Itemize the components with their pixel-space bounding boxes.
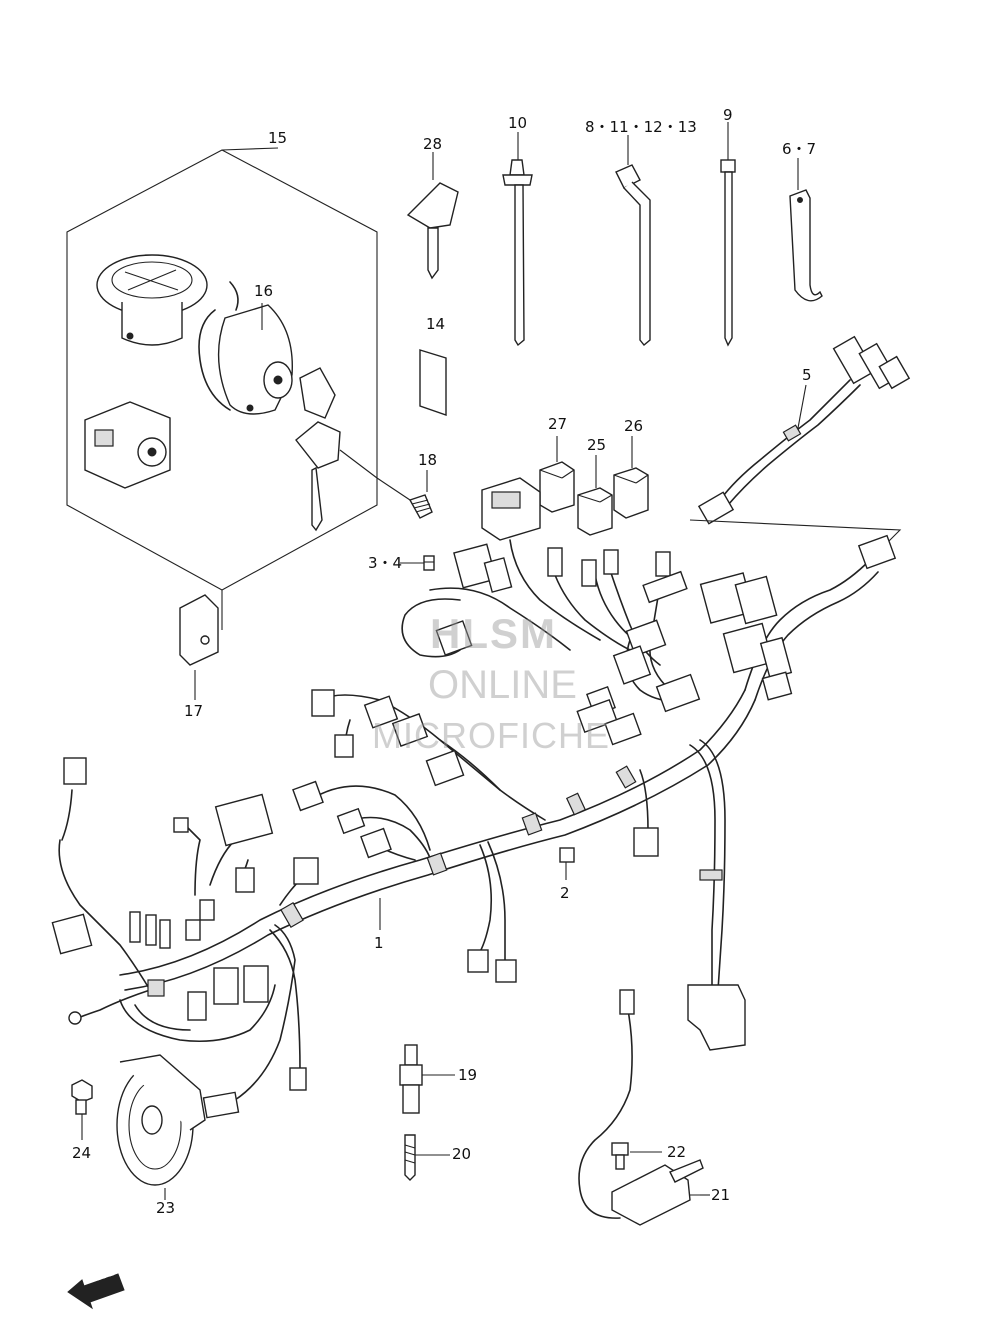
relay-25 <box>577 455 613 536</box>
fuse-box <box>481 477 541 541</box>
part-label-18: 18 <box>418 451 438 469</box>
part-label-23: 23 <box>156 1199 176 1217</box>
watermark-line-1: HLSM <box>430 610 557 657</box>
part-label-27: 27 <box>548 415 568 433</box>
part-label-5: 5 <box>802 366 812 384</box>
watermark-line-3: MICROFICHE <box>372 715 610 756</box>
label-sticker <box>419 349 447 416</box>
part-label-26: 26 <box>624 417 644 435</box>
part-label-3-4: 3・4 <box>368 554 403 572</box>
part-label-25: 25 <box>587 436 607 454</box>
horn <box>116 1054 206 1200</box>
part-label-16: 16 <box>254 282 274 300</box>
ignition-switch-kit-box <box>66 147 378 591</box>
part-label-28: 28 <box>423 135 443 153</box>
main-wiring-harness <box>58 534 897 1101</box>
part-label-1: 1 <box>374 934 384 952</box>
spare-fuse <box>559 847 575 863</box>
fuel-tank-cap <box>96 254 208 346</box>
part-label-22: 22 <box>667 1143 687 1161</box>
wire-clamp <box>789 158 823 302</box>
part-label-14: 14 <box>426 315 446 333</box>
switch-pin <box>404 1134 450 1181</box>
part-label-21: 21 <box>711 1186 731 1204</box>
sub-wiring-harness <box>697 335 911 525</box>
bracket-plate <box>179 590 223 700</box>
part-label-24: 24 <box>72 1144 92 1162</box>
part-label-8-11-12-13: 8・11・12・13 <box>585 118 697 136</box>
forward-arrow-icon <box>67 1273 125 1310</box>
bolt <box>611 1142 662 1170</box>
key-blank <box>406 152 459 280</box>
harness-connectors <box>51 543 793 1119</box>
fuse <box>423 555 435 571</box>
key-set <box>295 367 411 532</box>
seat-lock <box>84 401 171 489</box>
sensor <box>578 989 710 1226</box>
horn-bolt <box>71 1079 93 1140</box>
part-label-20: 20 <box>452 1145 472 1163</box>
relay-26 <box>613 436 649 519</box>
part-label-2: 2 <box>560 884 570 902</box>
part-label-17: 17 <box>184 702 204 720</box>
part-label-10: 10 <box>508 114 528 132</box>
part-label-15: 15 <box>268 129 288 147</box>
cable-tie <box>720 122 736 347</box>
harness-band <box>615 135 651 346</box>
part-label-19: 19 <box>458 1066 478 1084</box>
cable-clamp-tie <box>502 132 533 347</box>
watermark-line-2: ONLINE <box>428 663 577 707</box>
screw <box>408 470 433 519</box>
neutral-switch <box>399 1044 455 1114</box>
relay-27 <box>539 436 575 513</box>
ignition-switch <box>198 281 293 415</box>
part-label-6-7: 6・7 <box>782 140 817 158</box>
part-label-9: 9 <box>723 106 733 124</box>
